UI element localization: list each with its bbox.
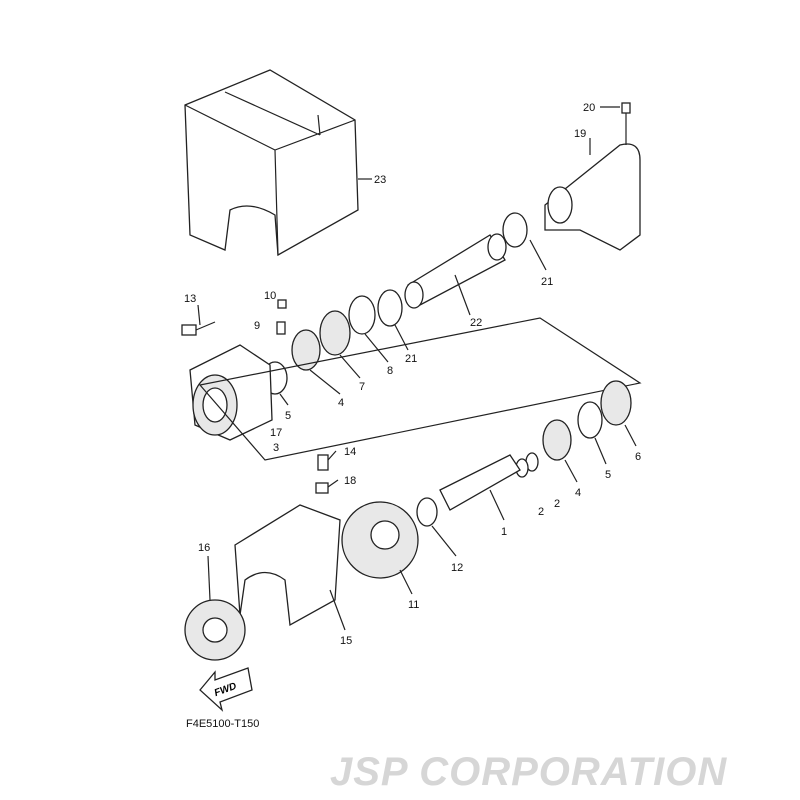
part-vanes-16 xyxy=(184,599,246,661)
callout-9: 9 xyxy=(254,320,260,332)
part-bearing-6 xyxy=(600,380,632,426)
callout-17: 17 xyxy=(270,427,282,439)
callout-10: 10 xyxy=(264,290,276,302)
assembly-plane xyxy=(198,317,642,461)
part-nozzle-19 xyxy=(544,102,641,251)
callout-14: 14 xyxy=(344,446,356,458)
callout-11: 11 xyxy=(408,599,419,611)
callout-7: 7 xyxy=(359,381,365,393)
part-cap-10 xyxy=(277,299,287,309)
callout-1: 1 xyxy=(501,526,507,538)
part-nipple-9 xyxy=(276,321,286,335)
part-clamp-21b xyxy=(377,289,403,327)
callout-18: 18 xyxy=(344,475,356,487)
callout-4: 4 xyxy=(338,397,344,409)
callout-3: 3 xyxy=(273,442,279,454)
part-circlip-5b xyxy=(577,401,603,439)
diagram-code: F4E5100-T150 xyxy=(186,718,259,730)
callout-13: 13 xyxy=(184,293,196,305)
callout-12: 12 xyxy=(451,562,463,574)
part-cover-23 xyxy=(184,69,359,257)
part-housing-3 xyxy=(189,344,273,441)
part-bearing-4b xyxy=(542,419,572,461)
part-tube-22 xyxy=(404,233,507,309)
part-clamp-21 xyxy=(502,212,528,248)
fwd-arrow-icon: FWD xyxy=(199,667,253,712)
leader-lines xyxy=(197,106,637,631)
callout-2: 2 xyxy=(554,498,560,510)
part-liner-15 xyxy=(234,504,341,627)
callout-5b: 5 xyxy=(605,469,611,481)
part-collar-18 xyxy=(315,482,329,494)
part-impeller-11 xyxy=(341,501,419,579)
callout-23: 23 xyxy=(374,174,386,186)
part-ring-8 xyxy=(348,295,376,335)
callout-19: 19 xyxy=(574,128,586,140)
callout-16: 16 xyxy=(198,542,210,554)
part-washer-12 xyxy=(416,497,438,527)
callout-5: 5 xyxy=(285,410,291,422)
part-bearing-4 xyxy=(291,329,321,371)
callout-21b: 21 xyxy=(405,353,417,365)
callout-21: 21 xyxy=(541,276,553,288)
callout-4b: 4 xyxy=(575,487,581,499)
part-shaft-1 xyxy=(439,454,521,511)
part-bolt-14 xyxy=(317,454,329,471)
callout-labels: 20 19 23 21 22 13 10 9 21 8 7 4 5 17 3 1… xyxy=(184,102,641,647)
watermark: JSP CORPORATION xyxy=(330,750,727,794)
part-bearing-7 xyxy=(319,310,351,356)
callout-8: 8 xyxy=(387,365,393,377)
callout-2b: 2 xyxy=(538,506,544,518)
callout-15: 15 xyxy=(340,635,352,647)
callout-6: 6 xyxy=(635,451,641,463)
callout-20: 20 xyxy=(583,102,595,114)
callout-22: 22 xyxy=(470,317,482,329)
part-bolt-13 xyxy=(181,324,197,336)
